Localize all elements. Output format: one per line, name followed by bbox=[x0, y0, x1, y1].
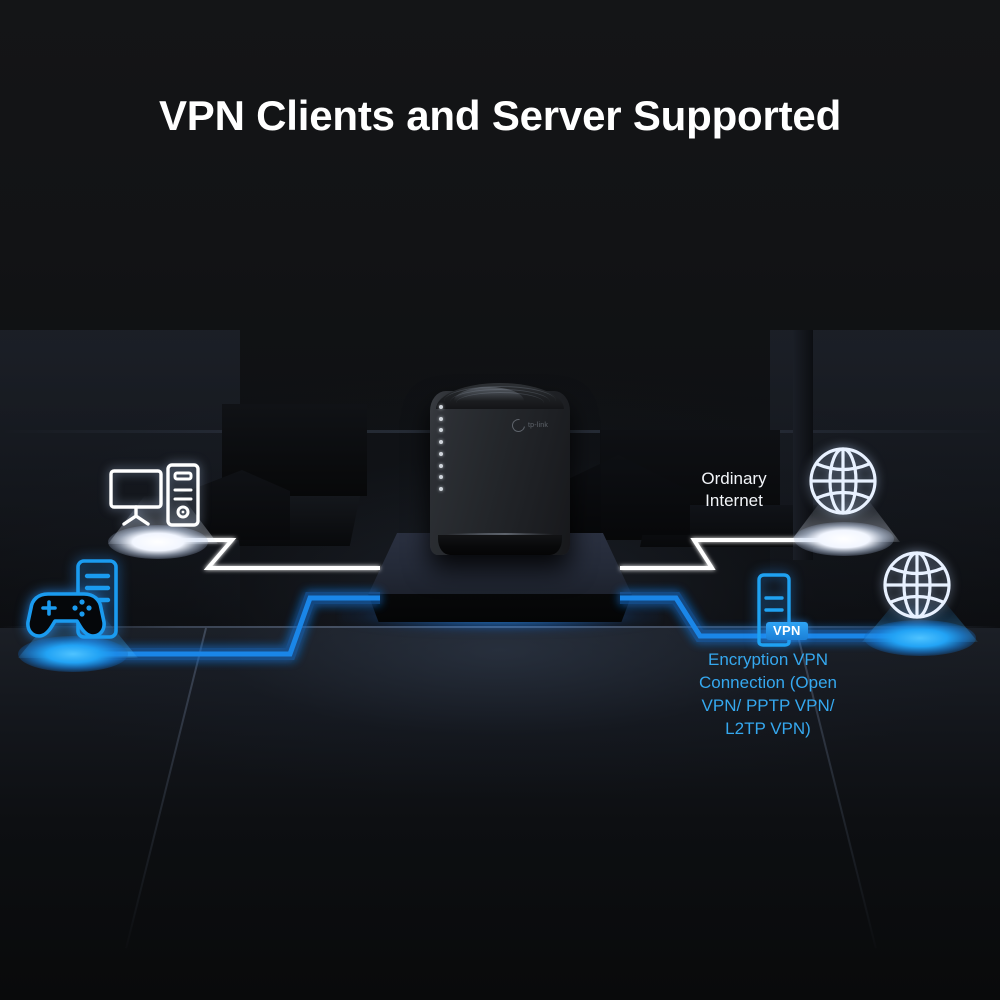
server-icon bbox=[757, 573, 791, 647]
ordinary-internet-label: Ordinary Internet bbox=[660, 468, 808, 512]
pedestal-front-face bbox=[368, 594, 632, 622]
room-floor bbox=[0, 628, 1000, 1000]
vpn-connection-label: Encryption VPN Connection (Open VPN/ PPT… bbox=[668, 648, 868, 740]
router-top-sheen bbox=[454, 387, 524, 401]
internet-globe-bottom-node[interactable] bbox=[880, 548, 954, 627]
vpn-connection-line-3: VPN/ PPTP VPN/ bbox=[701, 696, 835, 715]
glow-pad-globe-top bbox=[794, 522, 894, 556]
router-led bbox=[439, 428, 443, 433]
ordinary-internet-line-1: Ordinary bbox=[701, 469, 767, 488]
internet-globe-top-node[interactable] bbox=[806, 444, 880, 523]
tp-link-mark-icon bbox=[509, 416, 528, 435]
desktop-computer-node[interactable] bbox=[108, 462, 204, 539]
gamepad-pc-icon bbox=[26, 559, 118, 639]
vpn-connection-line-4: L2TP VPN) bbox=[725, 719, 811, 738]
router-led bbox=[439, 405, 443, 409]
router-vent-line bbox=[450, 389, 550, 402]
vpn-connection-line-2: Connection (Open bbox=[699, 673, 837, 692]
vpn-server-node[interactable] bbox=[746, 572, 802, 653]
router-led bbox=[439, 440, 443, 445]
vpn-connection-line-1: Encryption VPN bbox=[708, 650, 828, 669]
ordinary-internet-line-2: Internet bbox=[705, 491, 763, 510]
globe-icon bbox=[883, 551, 951, 619]
router-led bbox=[439, 416, 443, 421]
glow-pad-gaming-pc bbox=[18, 636, 128, 672]
page-title: VPN Clients and Server Supported bbox=[158, 92, 842, 139]
globe-icon bbox=[809, 447, 877, 515]
router-led bbox=[439, 475, 443, 480]
router-vent-line bbox=[444, 386, 556, 401]
furniture-pillar bbox=[793, 330, 813, 560]
router-base-highlight bbox=[446, 533, 554, 536]
desktop-computer-icon bbox=[109, 463, 200, 527]
tp-link-wordmark: tp-link bbox=[528, 422, 549, 429]
router-led bbox=[439, 451, 443, 456]
router-led-strip bbox=[437, 405, 445, 491]
router-base bbox=[438, 535, 562, 555]
glow-pad-desktop-pc bbox=[108, 525, 208, 559]
vpn-badge: VPN bbox=[766, 622, 808, 640]
router-led bbox=[439, 463, 443, 468]
wall-panel-left bbox=[0, 330, 240, 630]
glow-pad-globe-bottom bbox=[864, 620, 976, 656]
router-top-shell bbox=[436, 383, 564, 409]
router-body bbox=[430, 391, 570, 555]
tp-link-logo: tp-link bbox=[509, 416, 549, 435]
tp-link-router: tp-link bbox=[430, 383, 570, 555]
router-led bbox=[439, 486, 443, 491]
gaming-pc-node[interactable] bbox=[22, 558, 132, 649]
router-vent-line bbox=[456, 392, 544, 403]
